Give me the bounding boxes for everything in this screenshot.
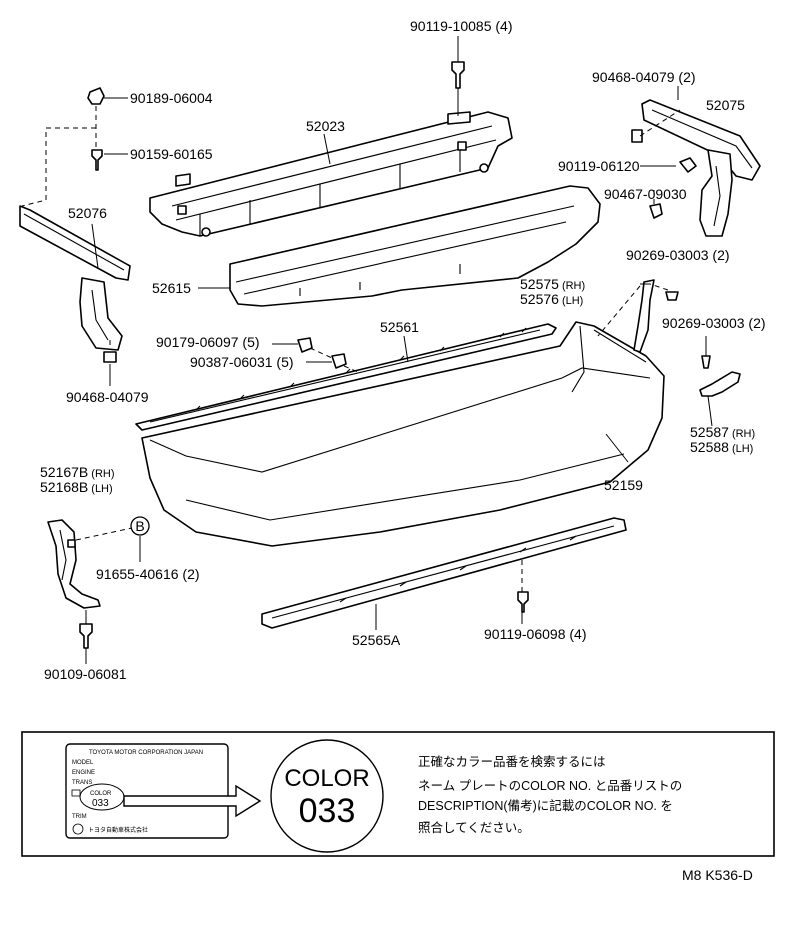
energy-absorber — [229, 185, 601, 307]
fasteners — [79, 61, 711, 649]
plate-row-engine: ENGINE — [72, 770, 95, 776]
color-big-value: 033 — [299, 792, 356, 830]
label-molding-bottom: 52565A — [352, 632, 401, 648]
label-screw-a: 90159-60165 — [130, 146, 213, 162]
right-bracket — [641, 99, 761, 237]
label-bolt-bottom: 90119-06098 (4) — [484, 626, 586, 642]
rivet-marker: B — [130, 516, 150, 536]
plate-row-trim: TRIM — [72, 814, 87, 820]
color-circle: COLOR 033 — [270, 739, 384, 853]
plate-row-color: COLOR — [90, 791, 112, 797]
upper-molding — [135, 323, 557, 431]
label-seal-lh: 52588(LH) — [690, 439, 753, 455]
label-rivet: 91655-40616 (2) — [96, 566, 200, 582]
plate-row-model: MODEL — [72, 760, 94, 766]
note-line-3: DESCRIPTION(備考)に記載のCOLOR NO. を — [418, 798, 673, 813]
reinforcement-beam — [149, 111, 513, 237]
label-ext-rh: 52167B(RH) — [40, 464, 115, 480]
label-spacer-rh: 52575(RH) — [520, 276, 585, 292]
side-seal — [699, 371, 741, 397]
label-cover: 52159 — [604, 477, 643, 493]
label-clip-side-mid: 90269-03003 (2) — [662, 315, 766, 331]
label-clip-side-top: 90269-03003 (2) — [626, 247, 730, 263]
label-molding-top: 52561 — [380, 319, 419, 335]
label-bolt-top: 90119-10085 (4) — [410, 18, 512, 34]
plate-color-value: 033 — [92, 798, 109, 809]
color-note: 正確なカラー品番を検索するには ネーム プレートのCOLOR NO. と品番リス… — [418, 754, 682, 835]
plate-header: TOYOTA MOTOR CORPORATION JAPAN — [89, 750, 203, 756]
label-absorber: 52615 — [152, 280, 191, 296]
side-spacer — [633, 279, 655, 353]
leader-lines — [21, 36, 713, 664]
right-arrow — [123, 784, 262, 818]
plate-maker: トヨタ自動車株式会社 — [88, 826, 148, 834]
color-big-label: COLOR — [284, 765, 369, 792]
note-line-4: 照合してください。 — [418, 820, 530, 835]
label-bracket-l: 52076 — [68, 205, 107, 221]
label-retainer-r: 90468-04079 (2) — [592, 69, 696, 85]
label-ext-lh: 52168B(LH) — [40, 479, 113, 495]
note-line-2: ネーム プレートのCOLOR NO. と品番リストの — [418, 779, 682, 793]
rivet-marker-label: B — [135, 518, 144, 534]
bumper-extension — [47, 519, 101, 609]
color-info-box: TOYOTA MOTOR CORPORATION JAPAN MODEL ENG… — [21, 731, 775, 857]
label-clip-b: 90179-06097 (5) — [156, 334, 260, 350]
label-screw-bottom: 90109-06081 — [44, 666, 127, 682]
label-retainer-l: 90468-04079 — [66, 389, 149, 405]
plate-row-trans: TRANS — [72, 780, 92, 786]
note-line-1: 正確なカラー品番を検索するには — [418, 754, 606, 769]
left-bracket — [19, 205, 131, 351]
bumper-cover — [141, 321, 665, 547]
label-retainer-b: 90387-06031 (5) — [190, 354, 294, 370]
lower-molding — [261, 517, 627, 629]
label-spacer-lh: 52576(LH) — [520, 291, 583, 307]
label-clip-a: 90189-06004 — [130, 90, 213, 106]
part-labels: 90119-10085 (4) 90189-06004 90159-60165 … — [40, 18, 766, 682]
label-reinforcement: 52023 — [306, 118, 345, 134]
diagram-reference: M8 K536-D — [682, 867, 753, 883]
label-bracket-r: 52075 — [706, 97, 745, 113]
name-plate: TOYOTA MOTOR CORPORATION JAPAN MODEL ENG… — [65, 743, 229, 839]
label-bolt-r: 90119-06120 — [558, 158, 640, 174]
label-nut-r: 90467-09030 — [604, 186, 687, 202]
label-seal-rh: 52587(RH) — [690, 424, 755, 440]
